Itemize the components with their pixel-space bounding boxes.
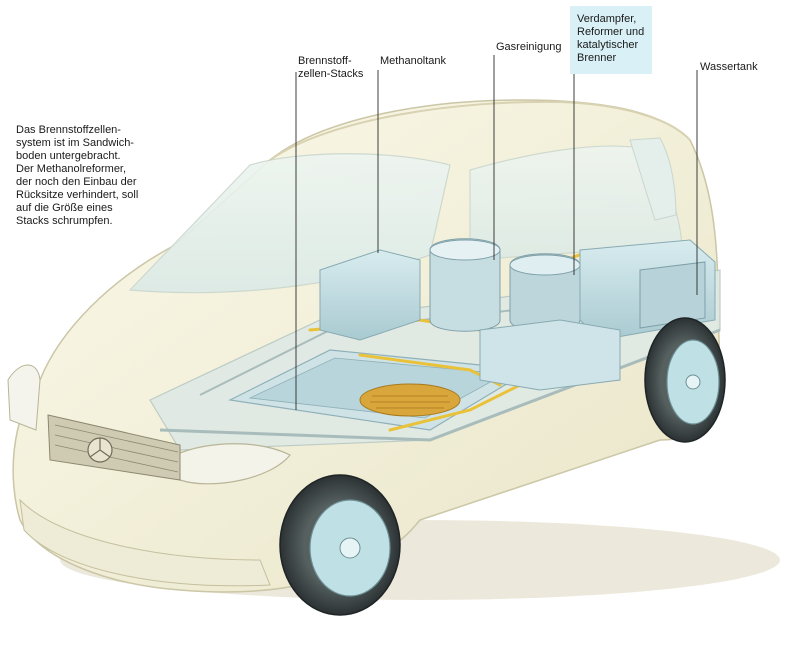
left-headlight xyxy=(7,364,41,431)
rear-module-left xyxy=(319,249,421,341)
label-gasreinigung: Gasreinigung xyxy=(496,41,562,53)
label-highlight xyxy=(570,6,652,74)
front-bumper xyxy=(19,498,271,587)
roof-line xyxy=(269,100,691,161)
grille-slats xyxy=(54,424,179,473)
front-module-boxes xyxy=(479,319,621,391)
label-verdampfer-reformer: Verdampfer, Reformer und katalytischer B… xyxy=(577,13,645,64)
brand-star-icon-lines xyxy=(89,438,111,458)
headlight xyxy=(174,443,291,485)
label-wassertank: Wassertank xyxy=(700,61,758,73)
rear-window xyxy=(629,137,677,221)
label-methanoltank: Methanoltank xyxy=(380,55,447,67)
front-grille xyxy=(47,414,181,481)
caption-text: Das Brennstoffzellen- system ist im Sand… xyxy=(16,124,139,227)
methanol-tank xyxy=(359,383,461,417)
rear-wheel xyxy=(644,317,726,443)
gas-cleaning-top xyxy=(429,239,501,261)
water-tank-box xyxy=(639,261,706,329)
gas-cleaning-unit xyxy=(429,238,501,332)
floor-rail-front xyxy=(159,328,721,442)
reformer-top xyxy=(509,254,581,276)
label-brennstoffzellen-stacks: Brennstoff- zellen-Stacks xyxy=(298,55,364,80)
methanol-tank-ribs xyxy=(370,395,450,409)
front-wheel xyxy=(279,474,401,616)
